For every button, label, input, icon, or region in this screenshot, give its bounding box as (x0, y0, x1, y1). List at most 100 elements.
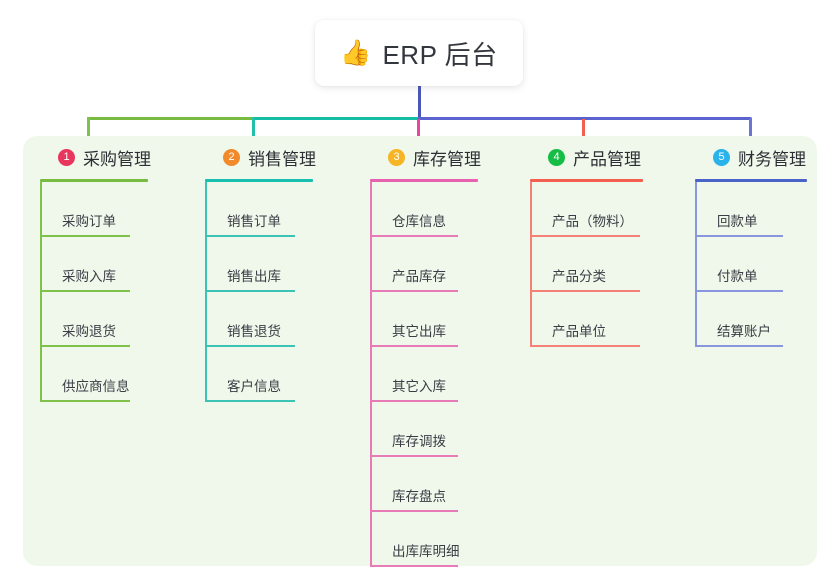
leaf-item-label: 产品库存 (392, 269, 446, 284)
column-spine (205, 182, 207, 402)
leaf-item[interactable]: 其它入库 (370, 347, 525, 402)
leaf-item[interactable]: 回款单 (695, 182, 820, 237)
column-header-4[interactable]: 4 产品管理 (530, 144, 690, 170)
leaf-item[interactable]: 销售订单 (205, 182, 360, 237)
column-header-3[interactable]: 3 库存管理 (370, 144, 525, 170)
leaf-item[interactable]: 销售退货 (205, 292, 360, 347)
column-header-5[interactable]: 5 财务管理 (695, 144, 820, 170)
column-header-2[interactable]: 2 销售管理 (205, 144, 360, 170)
column-title: 财务管理 (738, 149, 806, 169)
leaf-item[interactable]: 库存盘点 (370, 457, 525, 512)
leaf-item-label: 其它入库 (392, 379, 446, 394)
column-1: 1 采购管理采购订单采购入库采购退货供应商信息 (40, 144, 195, 402)
leaf-item[interactable]: 供应商信息 (40, 347, 195, 402)
root-node[interactable]: 👍 ERP 后台 (315, 20, 523, 86)
leaf-item-rule (530, 345, 640, 347)
leaf-item-label: 销售退货 (227, 324, 281, 339)
leaf-item-label: 库存盘点 (392, 489, 446, 504)
column-number-badge: 3 (388, 148, 405, 166)
column-items: 仓库信息产品库存其它出库其它入库库存调拨库存盘点出库库明细 (370, 182, 525, 567)
leaf-item-label: 回款单 (717, 214, 758, 229)
leaf-item[interactable]: 库存调拨 (370, 402, 525, 457)
leaf-item-rule (695, 235, 783, 237)
leaf-item-rule (695, 345, 783, 347)
leaf-item[interactable]: 出库库明细 (370, 512, 525, 567)
leaf-item-rule (370, 455, 458, 457)
column-items: 采购订单采购入库采购退货供应商信息 (40, 182, 195, 402)
leaf-item-label: 其它出库 (392, 324, 446, 339)
leaf-item[interactable]: 付款单 (695, 237, 820, 292)
leaf-item[interactable]: 采购退货 (40, 292, 195, 347)
leaf-item[interactable]: 采购入库 (40, 237, 195, 292)
leaf-item-label: 产品分类 (552, 269, 606, 284)
leaf-item[interactable]: 其它出库 (370, 292, 525, 347)
leaf-item-label: 库存调拨 (392, 434, 446, 449)
leaf-item-label: 产品（物料） (552, 214, 633, 229)
leaf-item-label: 付款单 (717, 269, 758, 284)
column-spine (40, 182, 42, 402)
leaf-item-label: 销售订单 (227, 214, 281, 229)
column-number-badge: 4 (548, 148, 565, 166)
leaf-item-label: 出库库明细 (392, 544, 460, 559)
leaf-item-rule (695, 290, 783, 292)
leaf-item-label: 采购入库 (62, 269, 116, 284)
column-header-rule (205, 179, 313, 182)
leaf-item-rule (205, 235, 295, 237)
leaf-item-label: 仓库信息 (392, 214, 446, 229)
leaf-item-label: 结算账户 (717, 324, 771, 339)
leaf-item[interactable]: 产品（物料） (530, 182, 690, 237)
leaf-item[interactable]: 销售出库 (205, 237, 360, 292)
leaf-item-rule (205, 400, 295, 402)
column-header-1[interactable]: 1 采购管理 (40, 144, 195, 170)
leaf-item-rule (205, 345, 295, 347)
column-spine (370, 182, 372, 567)
thumbs-up-icon: 👍 (340, 38, 372, 67)
column-title: 产品管理 (573, 149, 641, 169)
leaf-item-rule (370, 290, 458, 292)
leaf-item[interactable]: 仓库信息 (370, 182, 525, 237)
leaf-item-rule (530, 290, 640, 292)
leaf-item-rule (530, 235, 640, 237)
leaf-item[interactable]: 产品单位 (530, 292, 690, 347)
column-header-rule (530, 179, 643, 182)
column-number-badge: 2 (223, 148, 240, 166)
leaf-item-label: 供应商信息 (62, 379, 130, 394)
leaf-item-rule (40, 400, 130, 402)
column-header-rule (370, 179, 478, 182)
leaf-item-label: 产品单位 (552, 324, 606, 339)
leaf-item[interactable]: 客户信息 (205, 347, 360, 402)
column-number-badge: 1 (58, 148, 75, 166)
column-spine (695, 182, 697, 347)
leaf-item-rule (370, 345, 458, 347)
column-header-rule (40, 179, 148, 182)
column-number-badge: 5 (713, 148, 730, 166)
column-5: 5 财务管理回款单付款单结算账户 (695, 144, 820, 347)
leaf-item-label: 销售出库 (227, 269, 281, 284)
leaf-item-rule (40, 235, 130, 237)
column-2: 2 销售管理销售订单销售出库销售退货客户信息 (205, 144, 360, 402)
leaf-item-label: 采购退货 (62, 324, 116, 339)
column-title: 采购管理 (83, 149, 151, 169)
leaf-item-label: 采购订单 (62, 214, 116, 229)
content-panel (23, 136, 817, 566)
leaf-item-rule (370, 235, 458, 237)
leaf-item[interactable]: 结算账户 (695, 292, 820, 347)
root-title: ERP 后台 (382, 39, 498, 70)
column-items: 销售订单销售出库销售退货客户信息 (205, 182, 360, 402)
column-4: 4 产品管理产品（物料） 产品分类产品单位 (530, 144, 690, 347)
column-spine (530, 182, 532, 347)
leaf-item-rule (370, 565, 458, 567)
column-title: 销售管理 (248, 149, 316, 169)
leaf-item[interactable]: 产品库存 (370, 237, 525, 292)
leaf-item[interactable]: 产品分类 (530, 237, 690, 292)
leaf-item-rule (205, 290, 295, 292)
leaf-item[interactable]: 采购订单 (40, 182, 195, 237)
column-items: 产品（物料） 产品分类产品单位 (530, 182, 690, 347)
leaf-item-rule (40, 290, 130, 292)
leaf-item-rule (40, 345, 130, 347)
column-items: 回款单付款单结算账户 (695, 182, 820, 347)
leaf-item-rule (370, 400, 458, 402)
column-title: 库存管理 (413, 149, 481, 169)
leaf-item-label: 客户信息 (227, 379, 281, 394)
